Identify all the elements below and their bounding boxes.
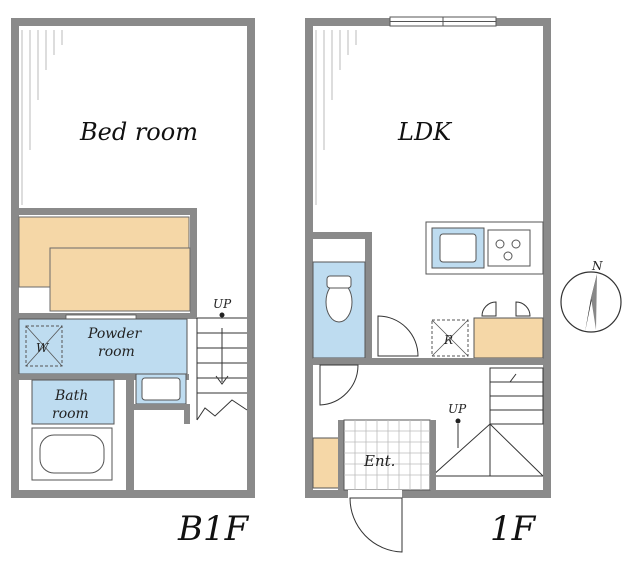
b1f-stairs-up-label: UP <box>213 297 232 311</box>
b1f-floor-label: B1F <box>177 509 250 549</box>
b1f-plan: W Powder room Bath room <box>11 18 255 498</box>
bath-room-label-2: room <box>52 406 89 422</box>
washer-box <box>25 325 63 367</box>
b1f-closet-2 <box>49 247 191 312</box>
1f-floor-label: 1F <box>490 509 537 549</box>
1f-stairs <box>431 367 544 477</box>
1f-plan: R UP <box>305 16 551 553</box>
fridge-box <box>431 319 469 357</box>
washer-label: W <box>36 341 50 355</box>
b1f-bedroom-wall <box>11 208 197 215</box>
1f-hatch <box>315 30 357 205</box>
b1f-bath-room <box>31 379 115 425</box>
powder-room-label-2: room <box>98 344 135 360</box>
fridge-label: R <box>443 333 453 347</box>
b1f-stairs <box>196 317 248 421</box>
ldk-label: LDK <box>397 118 453 146</box>
shoe-closet <box>312 437 340 489</box>
entrance-door <box>349 497 403 553</box>
compass-north-label: N <box>591 259 603 273</box>
entrance-tiles <box>343 419 431 491</box>
bedroom-label: Bed room <box>79 118 198 146</box>
kitchen-sink <box>439 233 477 263</box>
toilet-door <box>377 315 419 357</box>
stove <box>487 229 531 267</box>
1f-storage <box>473 317 544 359</box>
compass-icon: N <box>560 259 622 333</box>
entrance-label: Ent. <box>363 452 395 470</box>
bath-room-label-1: Bath <box>54 388 88 404</box>
powder-room-label-1: Powder <box>87 326 143 342</box>
b1f-hatch <box>21 30 63 205</box>
b1f-powder-room <box>18 318 188 375</box>
hall-door <box>319 364 359 406</box>
1f-stairs-up-label: UP <box>448 402 467 416</box>
